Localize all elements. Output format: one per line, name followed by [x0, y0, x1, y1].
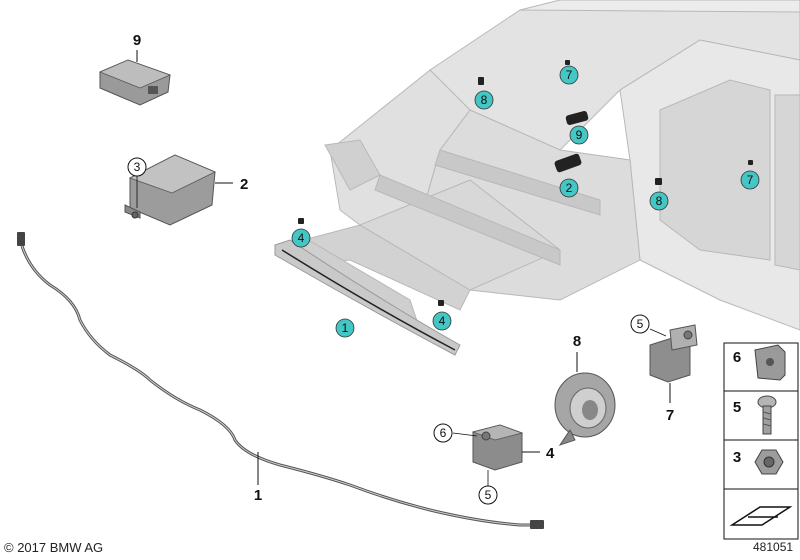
legend-arrow-icon: [729, 506, 793, 526]
callout-5-circle-top: 5: [630, 314, 650, 334]
part-4-sensor: 4 6 5: [433, 423, 555, 505]
teal-callout-4a: 4: [291, 228, 311, 248]
svg-text:7: 7: [747, 173, 754, 187]
svg-text:4: 4: [439, 314, 446, 328]
svg-text:7: 7: [666, 407, 674, 424]
callout-6-circle: 6: [433, 423, 453, 443]
teal-callout-8a: 8: [474, 90, 494, 110]
svg-text:2: 2: [240, 176, 248, 193]
part-1-cable: 1: [17, 232, 544, 529]
part-2-airbag-module: 2 3: [124, 154, 248, 226]
svg-text:6: 6: [733, 349, 741, 366]
bumper-beam: [274, 239, 461, 356]
part-8-round-sensor: 8: [554, 333, 616, 446]
diagram-id: 481051: [753, 540, 794, 554]
svg-text:1: 1: [254, 487, 262, 504]
legend-item-6: 6: [733, 344, 786, 381]
svg-text:5: 5: [733, 399, 741, 416]
svg-text:5: 5: [637, 317, 644, 331]
hardware-legend: 6 5 3: [723, 342, 799, 540]
svg-text:8: 8: [656, 194, 663, 208]
svg-text:6: 6: [440, 426, 447, 440]
teal-callout-2: 2: [559, 178, 579, 198]
part-9-control-unit: 9: [98, 32, 172, 106]
svg-text:8: 8: [573, 333, 581, 350]
teal-callout-8b: 8: [649, 191, 669, 211]
car-body-structure: [284, 0, 800, 331]
svg-text:3: 3: [134, 160, 141, 174]
svg-text:4: 4: [546, 445, 555, 462]
teal-callout-7a: 7: [559, 65, 579, 85]
legend-item-5: 5: [733, 395, 777, 435]
svg-text:3: 3: [733, 449, 741, 466]
svg-text:7: 7: [566, 68, 573, 82]
svg-text:8: 8: [481, 93, 488, 107]
callout-3-circle: 3: [127, 157, 147, 177]
copyright-text: © 2017 BMW AG: [4, 540, 104, 555]
svg-text:5: 5: [485, 488, 492, 502]
legend-item-3: 3: [733, 449, 784, 475]
svg-text:2: 2: [566, 181, 573, 195]
teal-callout-4b: 4: [432, 311, 452, 331]
teal-callout-9: 9: [569, 125, 589, 145]
svg-text:9: 9: [576, 128, 583, 142]
svg-text:4: 4: [298, 231, 305, 245]
teal-callouts: 1 2 4 4 7 7 8 8 9: [291, 65, 760, 338]
teal-callout-7b: 7: [740, 170, 760, 190]
callout-5-circle-bottom: 5: [478, 485, 498, 505]
part-7-bracket-sensor: 7 5: [630, 314, 698, 424]
teal-callout-1: 1: [335, 318, 355, 338]
svg-text:1: 1: [342, 321, 349, 335]
svg-text:9: 9: [133, 32, 141, 49]
car-sensors: [298, 60, 753, 306]
